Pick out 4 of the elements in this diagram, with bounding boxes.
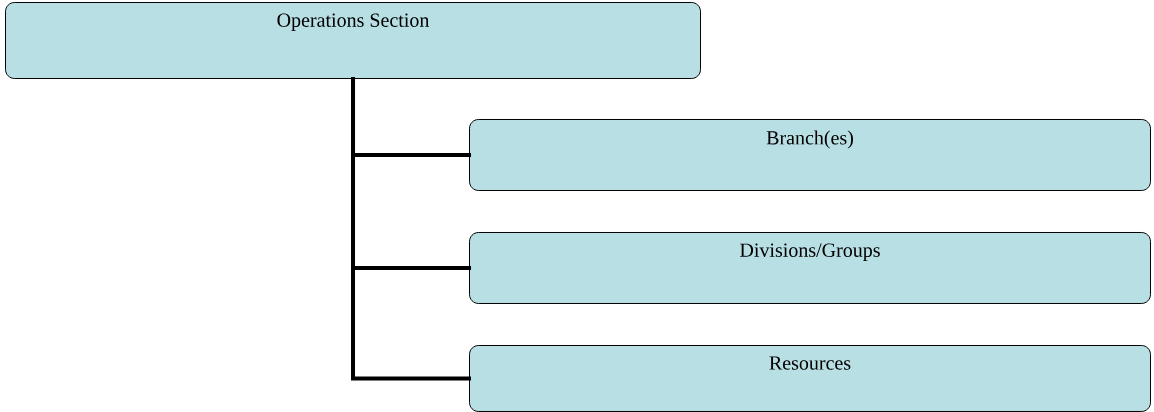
section-box: Resources [469, 345, 1151, 412]
section-box: Divisions/Groups [469, 232, 1151, 304]
section-box: Operations Section [5, 2, 701, 79]
section-box: Branch(es) [469, 119, 1151, 191]
